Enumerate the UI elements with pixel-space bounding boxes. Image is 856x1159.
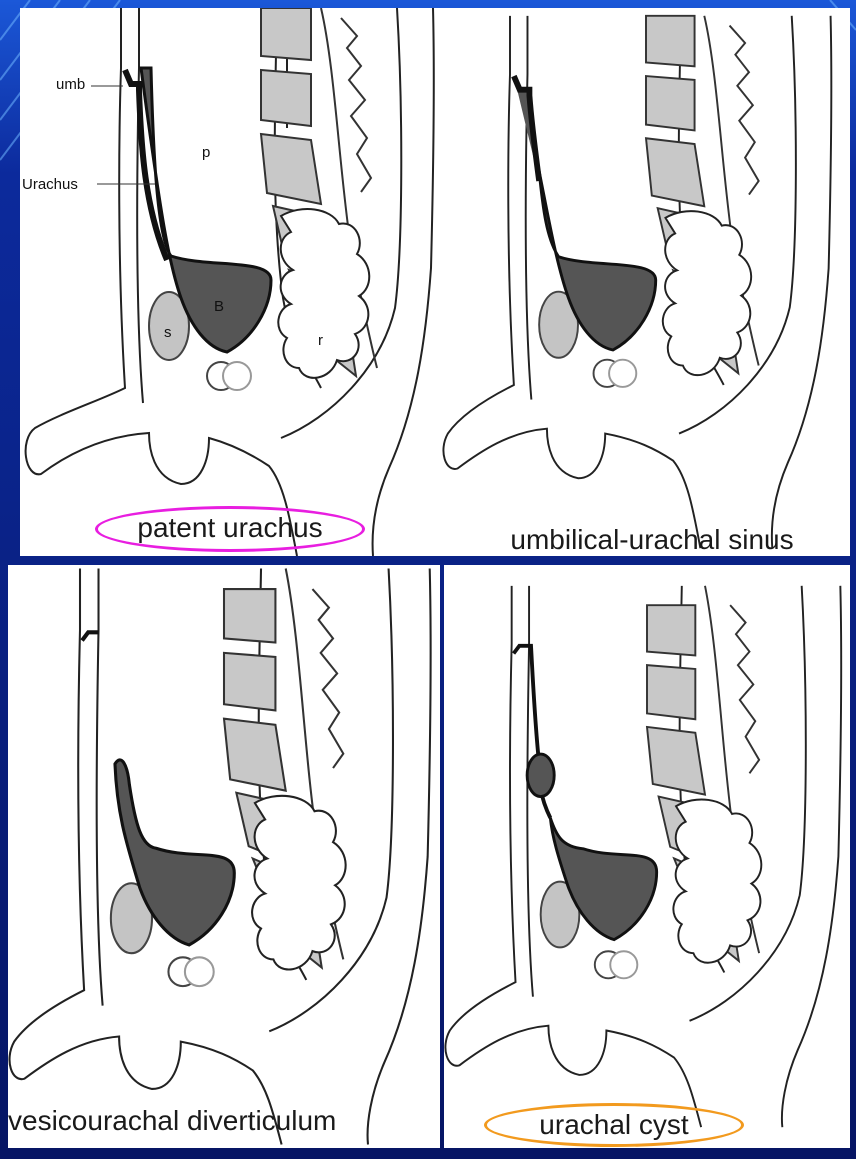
diagram-vesicourachal-diverticulum [8, 565, 440, 1148]
prostate-right [223, 362, 251, 390]
label-b: B [214, 298, 224, 315]
rectum [278, 209, 369, 378]
urachal-cyst [527, 754, 554, 797]
spinous-processes [341, 18, 371, 192]
caption-patent-urachus: patent urachus [100, 512, 360, 544]
diagram-urachal-cyst [444, 565, 850, 1148]
panel-urachal-cyst: urachal cyst [444, 565, 850, 1148]
label-p: p [202, 144, 210, 161]
label-urachus: Urachus [22, 176, 78, 193]
label-umb: umb [56, 76, 85, 93]
caption-urachal-cyst: urachal cyst [484, 1109, 744, 1141]
label-s: s [164, 324, 172, 341]
panel-umbilical-urachal-sinus: umbilical-urachal sinus [442, 8, 850, 556]
caption-vesicourachal-diverticulum: vesicourachal diverticulum [8, 1105, 440, 1137]
panel-vesicourachal-diverticulum: vesicourachal diverticulum [8, 565, 440, 1148]
diagram-umbilical-urachal-sinus [442, 8, 850, 556]
label-r: r [318, 332, 323, 349]
panel-patent-urachus: umb Urachus p B s r patent urachus [20, 8, 442, 556]
caption-umbilical-urachal-sinus: umbilical-urachal sinus [452, 524, 850, 556]
